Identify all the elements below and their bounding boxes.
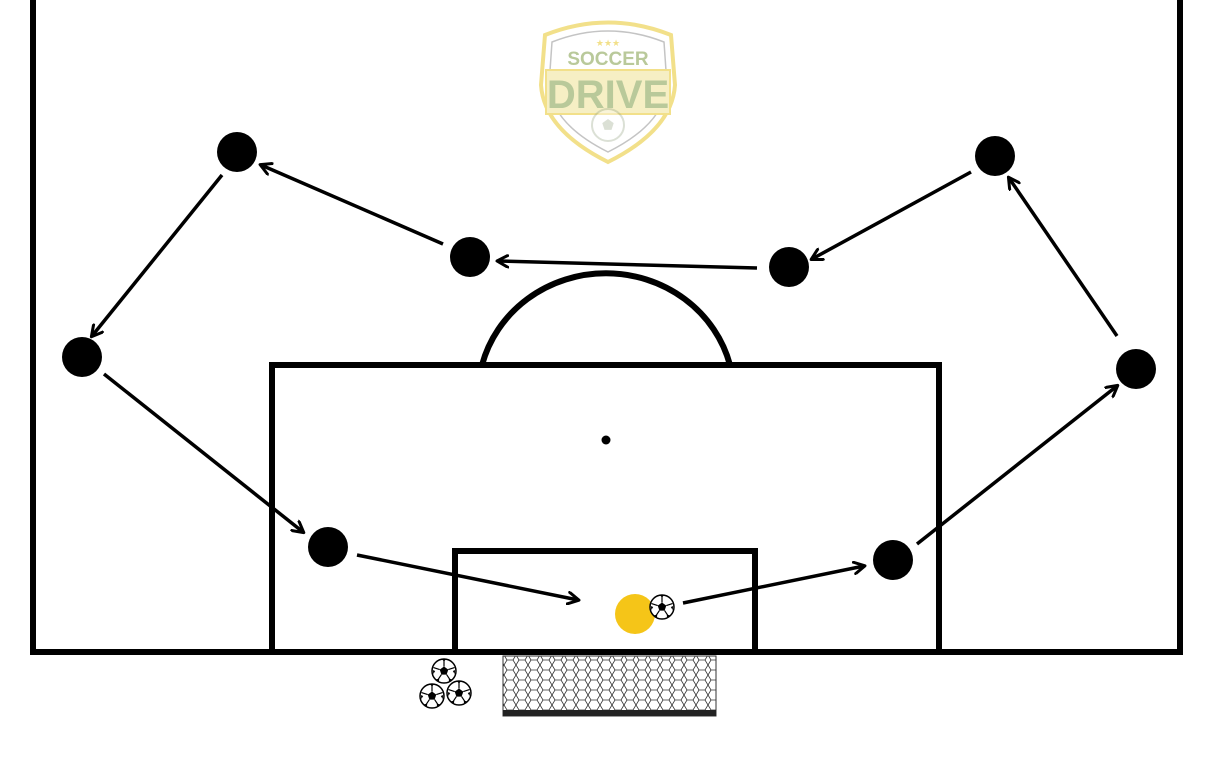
penalty-arc <box>479 270 733 366</box>
player-marker-p2 <box>62 337 102 377</box>
goal-area <box>452 548 758 655</box>
pass-arrow-p8-p7 <box>1009 178 1119 337</box>
goalkeeper <box>615 594 675 634</box>
soccer-drive-logo: ★★★ SOCCER DRIVE <box>538 20 678 165</box>
ball-supply <box>419 658 472 709</box>
player-marker-p3 <box>450 237 490 277</box>
pass-arrow-p1-p2 <box>92 173 224 336</box>
pass-arrow-p6-p8 <box>915 386 1117 546</box>
player-marker-p5 <box>308 527 348 567</box>
pass-arrow-p3-p1 <box>261 165 444 246</box>
penalty-box <box>269 362 942 655</box>
pass-arrow-p5-keeper <box>356 553 578 600</box>
pass-arrow-p4-p3 <box>498 261 758 270</box>
goal-net <box>502 655 717 717</box>
logo-text-soccer: SOCCER <box>567 49 649 70</box>
player-marker-p7 <box>975 136 1015 176</box>
logo-text-drive: DRIVE <box>547 73 669 117</box>
pass-arrow-keeper-p6 <box>682 566 864 605</box>
pass-arrow-p7-p4 <box>812 170 972 259</box>
pass-arrow-p2-p5 <box>102 372 303 532</box>
logo-stars: ★★★ <box>596 39 620 49</box>
ball-icon <box>649 594 675 620</box>
spare-ball-icon <box>446 680 472 706</box>
spare-ball-icon <box>431 658 457 684</box>
players <box>62 132 1156 580</box>
player-marker-p1 <box>217 132 257 172</box>
logo-ball-icon <box>591 108 625 142</box>
pass-arrows <box>92 165 1117 603</box>
player-marker-p8 <box>1116 349 1156 389</box>
goalkeeper-marker <box>615 594 655 634</box>
spare-ball-icon <box>419 683 445 709</box>
player-marker-p6 <box>873 540 913 580</box>
penalty-spot <box>601 435 611 445</box>
player-marker-p4 <box>769 247 809 287</box>
